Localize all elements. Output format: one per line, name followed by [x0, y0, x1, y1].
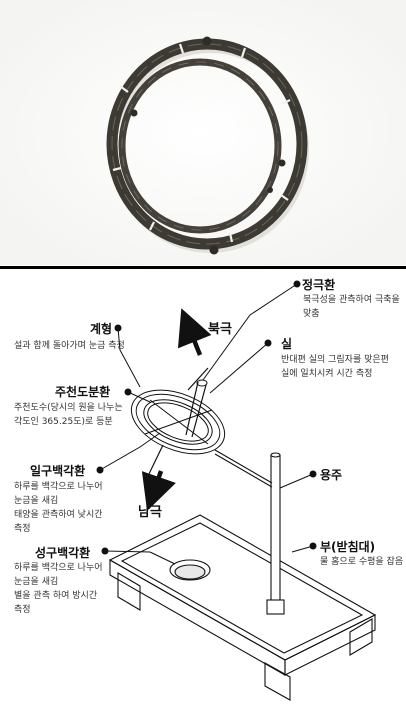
artifact-photo	[0, 0, 406, 265]
label-ilgu-desc-1: 하루를 백각으로 나누어	[14, 482, 103, 492]
label-jucheon-title: 주천도분환	[55, 385, 111, 399]
label-gyehyeong-desc-1: 설과 함께 돌아가며 눈금 측정	[14, 341, 125, 351]
south-arrow	[141, 470, 176, 512]
label-bu-desc-1: 물 홈으로 수평을 잡음	[320, 557, 404, 567]
label-ilgu-desc-2: 눈금을 새김	[14, 496, 59, 506]
ring-instrument	[130, 379, 226, 455]
yongju-pillar	[266, 452, 285, 615]
label-sil-desc-2: 실에 일치시켜 시간 측정	[281, 369, 373, 379]
instrument-drawing	[96, 280, 377, 701]
armillary-diagram: 계형 설과 함께 돌아가며 눈금 측정 정극환 북극성을 관측하여 극축을 맞춤…	[0, 270, 406, 707]
section-divider	[0, 266, 406, 269]
label-sil-desc-1: 반대편 실의 그림자를 맞은편	[281, 355, 389, 365]
ring-artifact-illustration	[0, 0, 406, 265]
label-seonggu-desc-2: 눈금을 새김	[14, 577, 59, 587]
label-jeongeukhwan-desc-1: 북극성을 관측하여 극축을	[303, 295, 400, 305]
label-ilgu-desc-3: 태양을 관측하여 낮시간	[14, 510, 103, 520]
label-jucheon-desc-2: 각도인 365.25도)로 등분	[14, 417, 113, 427]
label-gyehyeong-title: 계형	[90, 322, 113, 336]
label-jucheon-desc-1: 주천도수(당시의 원을 나누는	[14, 403, 123, 413]
label-bu-title: 부(받침대)	[320, 540, 376, 554]
leader-lines	[96, 280, 317, 555]
label-ilgu-title: 일구백각환	[30, 464, 86, 478]
label-jeongeukhwan-title: 정극환	[302, 278, 336, 292]
label-seonggu-title: 성구백각환	[35, 546, 91, 560]
label-seonggu-desc-4: 측정	[14, 605, 31, 615]
north-arrow	[177, 308, 212, 356]
label-seonggu-desc-3: 별을 관측 하여 방시간	[14, 591, 98, 601]
base-stand	[108, 514, 377, 701]
label-yongju: 용주	[320, 468, 343, 482]
label-sil-title: 실	[281, 337, 293, 351]
label-ilgu-desc-4: 측정	[14, 524, 31, 534]
label-seonggu-desc-1: 하루를 백각으로 나누어	[14, 563, 103, 573]
label-bukgeuk: 북극	[208, 322, 232, 337]
label-jeongeukhwan-desc-2: 맞춤	[303, 309, 320, 319]
label-namgeuk: 남극	[138, 505, 162, 520]
